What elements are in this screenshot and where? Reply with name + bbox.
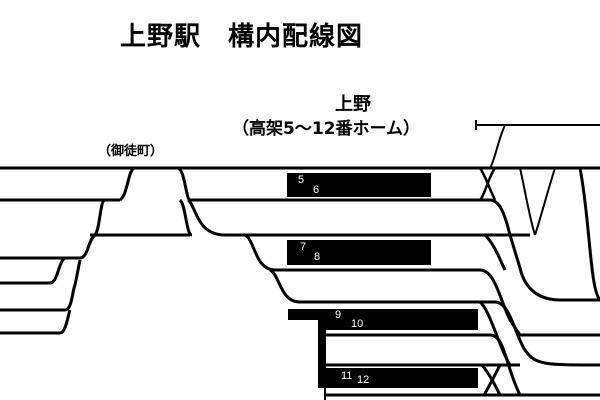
platform-9-10 [288,309,478,330]
platform-number-8: 8 [314,251,321,263]
crossover-ueno-3 [578,167,600,302]
track-5 [0,256,80,285]
crossover-ueno-2 [489,124,556,236]
crossover-okachimachi-2 [93,198,226,237]
platform-number-12: 12 [357,374,370,386]
station-subtitle: （高架5～12番ホーム） [232,119,420,139]
crossover-okachimachi [118,166,192,202]
platform-7-8 [287,240,431,265]
platform-number-11: 11 [341,370,353,382]
platform-number-6: 6 [313,184,320,196]
platform-11-12 [318,320,478,388]
crossover-ueno-4 [478,233,512,396]
platform-number-7: 7 [300,241,307,253]
platform-number-10: 10 [351,318,364,330]
neighbor-station-label: （御徒町） [98,144,164,159]
track-4 [0,233,97,260]
track-7 [0,309,72,335]
platform-number-9: 9 [335,309,342,321]
track-6 [0,259,82,312]
track-2 [0,198,600,302]
platform-number-5: 5 [298,174,305,186]
platform-5-6 [287,173,431,197]
diagram-title: 上野駅 構内配線図 [120,22,364,52]
track-9 [269,268,600,367]
crossover-ueno-1 [478,167,497,201]
station-name: 上野 [335,94,371,115]
